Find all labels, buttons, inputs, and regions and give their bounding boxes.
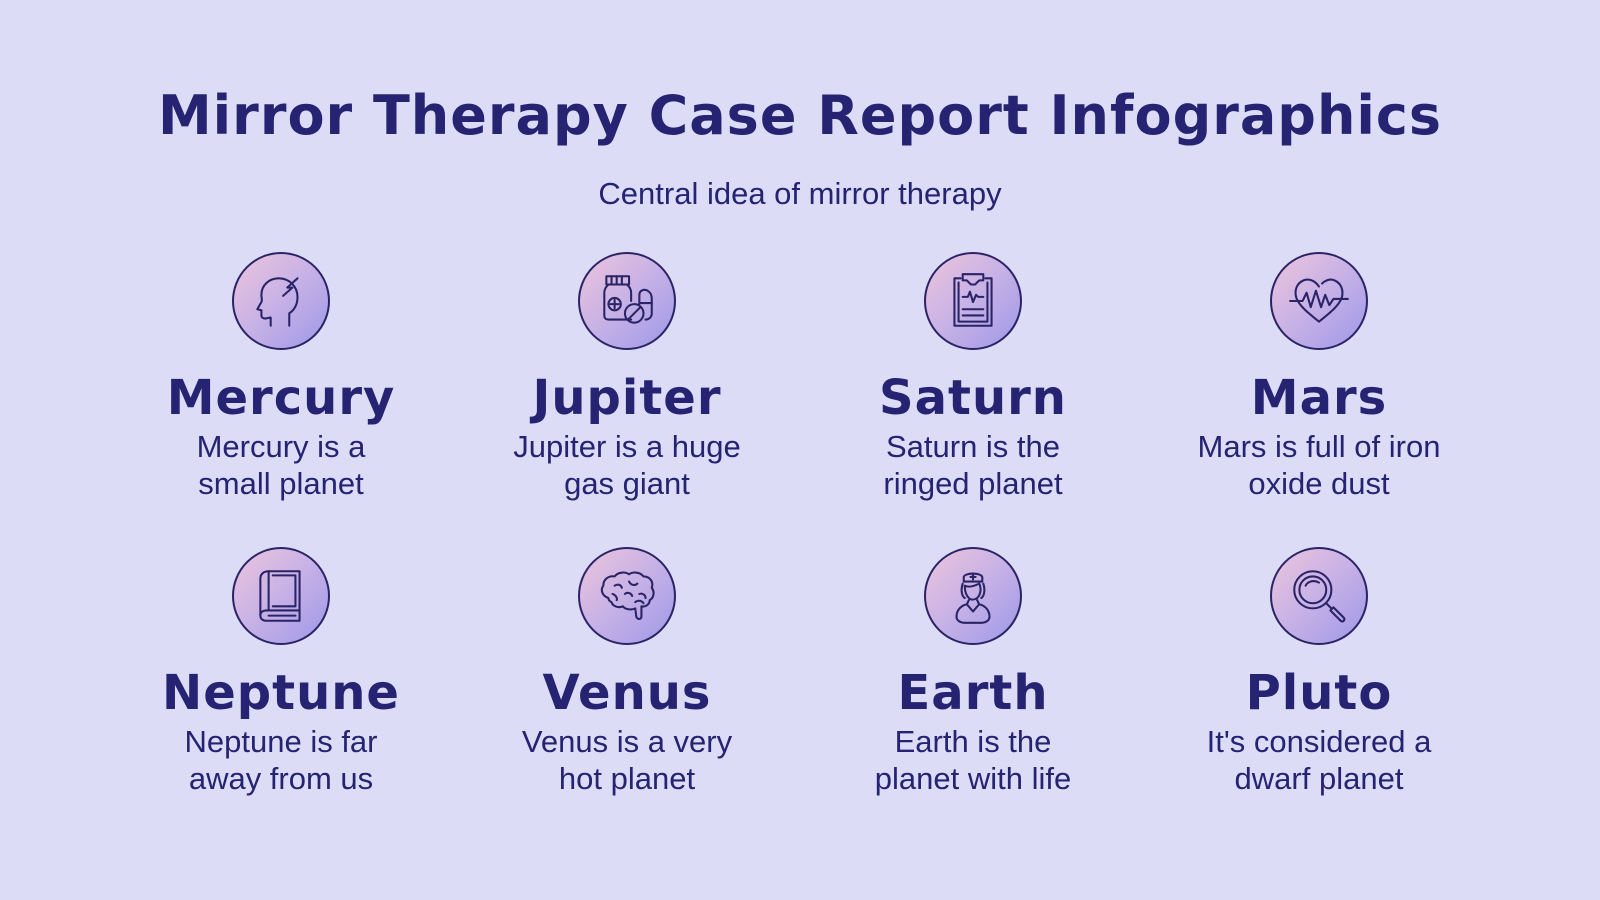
card-saturn: Saturn Saturn is the ringed planet — [823, 252, 1123, 502]
card-description: Neptune is far away from us — [184, 724, 378, 796]
clipboard-heartbeat-icon — [953, 273, 993, 327]
card-description: Mars is full of iron oxide dust — [1197, 429, 1441, 501]
brain-icon — [600, 571, 655, 620]
icon-circle — [578, 547, 676, 645]
icon-circle — [232, 252, 330, 350]
card-title: Pluto — [1245, 665, 1393, 721]
card-venus: Venus Venus is a very hot planet — [477, 547, 777, 797]
card-title: Venus — [542, 665, 712, 721]
card-description: Mercury is a small planet — [196, 429, 366, 501]
icon-circle — [924, 547, 1022, 645]
card-title: Earth — [897, 665, 1049, 721]
card-description: It's considered a dwarf planet — [1206, 724, 1432, 796]
card-description: Jupiter is a huge gas giant — [513, 429, 741, 501]
page-subtitle: Central idea of mirror therapy — [598, 176, 1002, 211]
icon-circle — [924, 252, 1022, 350]
card-description: Earth is the planet with life — [874, 724, 1072, 796]
card-title: Jupiter — [532, 370, 722, 426]
icon-circle — [1270, 547, 1368, 645]
head-lightning-icon — [256, 277, 299, 327]
card-neptune: Neptune Neptune is far away from us — [131, 547, 431, 797]
magnifier-icon — [1293, 570, 1346, 623]
card-mercury: Mercury Mercury is a small planet — [131, 252, 431, 502]
card-mars: Mars Mars is full of iron oxide dust — [1169, 252, 1469, 502]
card-title: Mars — [1250, 370, 1388, 426]
card-title: Mercury — [166, 370, 396, 426]
icon-circle — [232, 547, 330, 645]
page-title: Mirror Therapy Case Report Infographics — [157, 84, 1443, 147]
icon-circle — [1270, 252, 1368, 350]
card-description: Saturn is the ringed planet — [883, 429, 1063, 501]
card-pluto: Pluto It's considered a dwarf planet — [1169, 547, 1469, 797]
card-title: Saturn — [879, 370, 1067, 426]
book-icon — [259, 570, 301, 622]
icon-circle — [578, 252, 676, 350]
card-description: Venus is a very hot planet — [521, 724, 733, 796]
medicine-pills-icon — [603, 275, 653, 324]
nurse-icon — [955, 572, 991, 624]
card-earth: Earth Earth is the planet with life — [823, 547, 1123, 797]
heart-pulse-icon — [1289, 278, 1349, 323]
card-jupiter: Jupiter Jupiter is a huge gas giant — [477, 252, 777, 502]
card-title: Neptune — [162, 665, 400, 721]
